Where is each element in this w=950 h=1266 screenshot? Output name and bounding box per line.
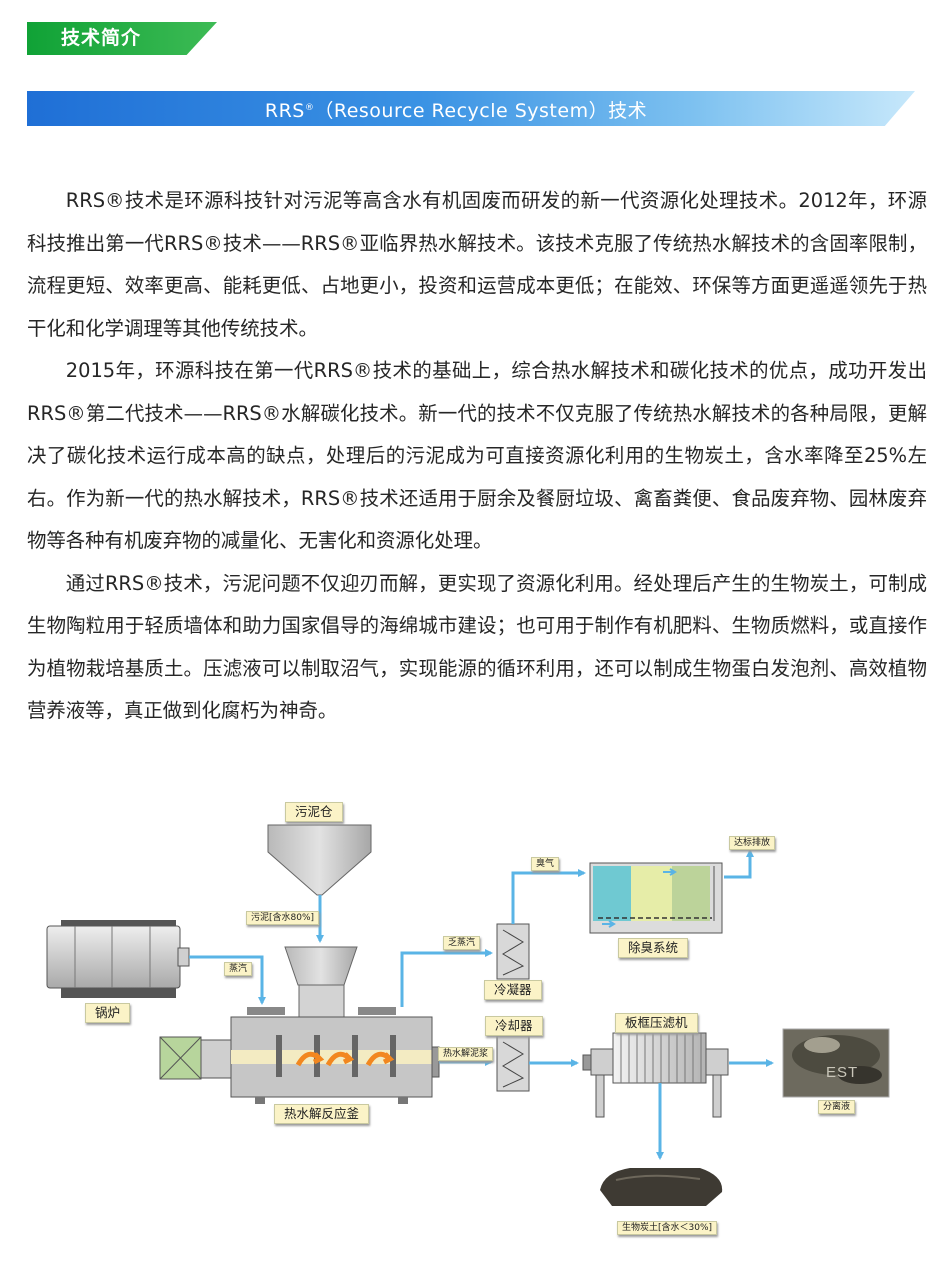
- odor-flow-arrow: [511, 869, 586, 924]
- separated-liquid-label: 分离液: [818, 1100, 856, 1114]
- steam-flow-arrow: [189, 955, 266, 1005]
- exhaust-steam-arrow: [400, 949, 493, 1007]
- technology-banner: RRS®（Resource Recycle System）技术: [27, 91, 915, 126]
- boiler-label: 锅炉: [85, 1003, 131, 1023]
- banner-suffix: （Resource Recycle System）技术: [314, 100, 648, 122]
- cooler: [496, 1035, 530, 1092]
- banner-prefix: RRS: [264, 100, 305, 122]
- registered-mark: ®: [304, 103, 315, 113]
- deodorization-label: 除臭系统: [618, 938, 689, 958]
- section-title: 技术简介: [27, 22, 217, 55]
- paragraph-3: 通过RRS®技术，污泥问题不仅迎刃而解，更实现了资源化利用。经处理后产生的生物炭…: [27, 571, 927, 723]
- separated-liquid-photo: [782, 1028, 890, 1098]
- slurry-label: 热水解泥浆: [438, 1047, 494, 1061]
- odor-label: 臭气: [531, 857, 560, 871]
- filter-press: [582, 1032, 729, 1118]
- hydrolysis-reactor: [159, 946, 440, 1104]
- steam-label: 蒸汽: [224, 962, 253, 976]
- process-flow-graphic: [46, 824, 890, 1206]
- condenser: [496, 923, 530, 980]
- discharge-label: 达标排放: [729, 836, 776, 850]
- photo-watermark: EST: [826, 1064, 859, 1081]
- cooler-label: 冷却器: [485, 1016, 543, 1036]
- intro-text: RRS®技术是环源科技针对污泥等高含水有机固废而研发的新一代资源化处理技术。20…: [27, 180, 927, 733]
- exhaust-steam-label: 乏蒸汽: [443, 936, 481, 950]
- sludge-feed-label: 污泥[含水80%]: [246, 911, 320, 925]
- paragraph-2: 2015年，环源科技在第一代RRS®技术的基础上，综合热水解技术和碳化技术的优点…: [27, 359, 927, 552]
- paragraph-1: RRS®技术是环源科技针对污泥等高含水有机固废而研发的新一代资源化处理技术。20…: [27, 189, 927, 340]
- condenser-label: 冷凝器: [484, 980, 542, 1000]
- biochar-pile: [600, 1168, 723, 1206]
- biochar-label: 生物炭土[含水＜30%]: [617, 1221, 718, 1235]
- sludge-silo-label: 污泥仓: [285, 802, 343, 822]
- deodorization-system: [589, 862, 723, 934]
- discharge-arrow: [724, 849, 754, 879]
- process-flow-diagram: 污泥仓 污泥[含水80%] 锅炉 蒸汽 热水解反应釜 乏蒸汽 臭气 冷凝器 除臭…: [0, 790, 950, 1266]
- boiler: [46, 920, 190, 998]
- filter-press-label: 板框压滤机: [615, 1013, 698, 1033]
- sludge-silo: [267, 824, 372, 896]
- reactor-label: 热水解反应釜: [274, 1104, 370, 1124]
